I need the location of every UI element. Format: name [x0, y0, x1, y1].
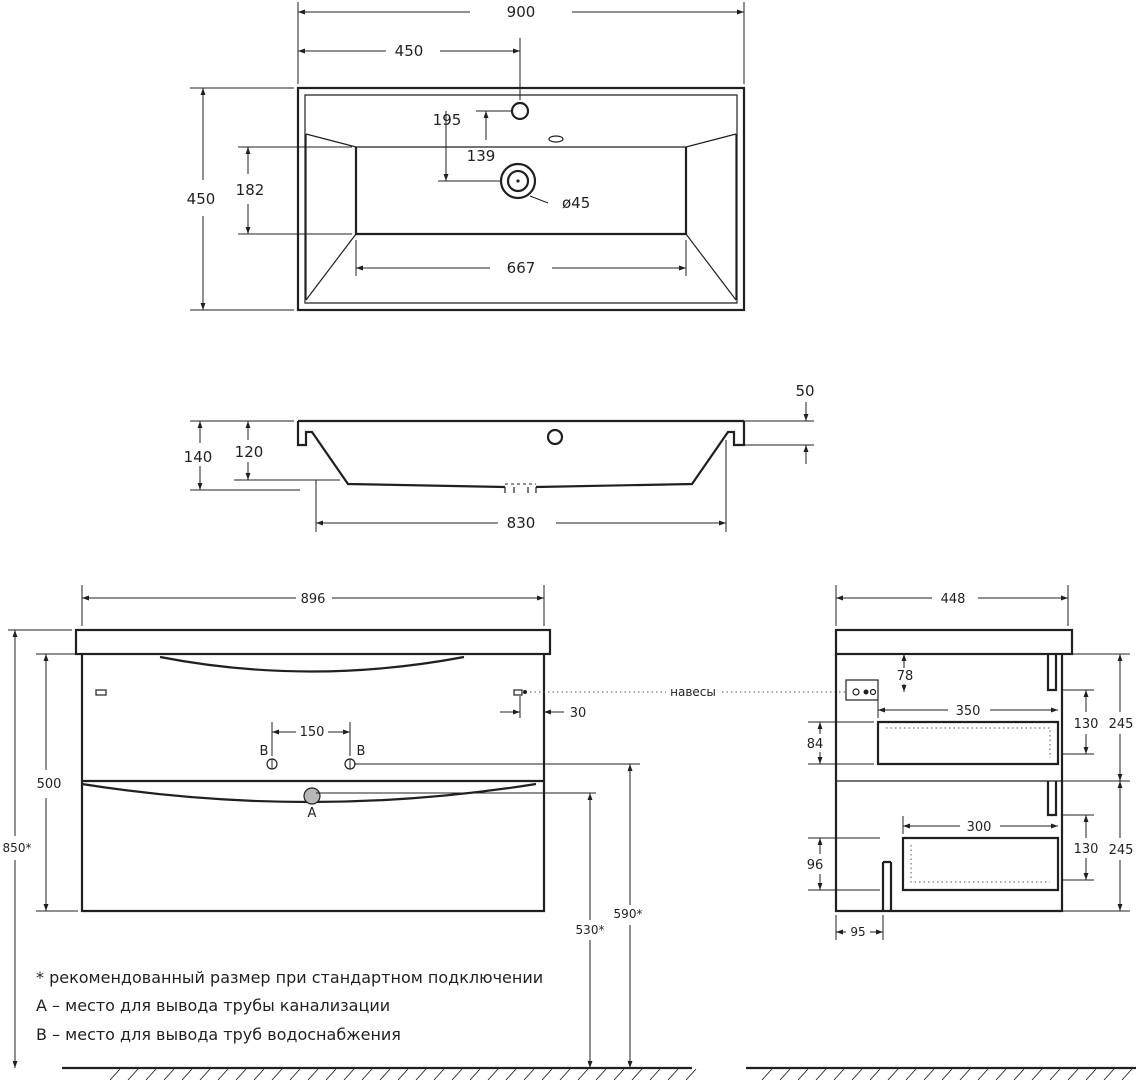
- section-view: 140 120 50 830: [184, 382, 815, 532]
- label-lower-drawer-inner: 130: [1074, 842, 1099, 857]
- floor-hatch: [905, 1068, 917, 1080]
- floor-hatch: [127, 1068, 139, 1080]
- floor-hatch: [271, 1068, 283, 1080]
- label-drain-a: A: [308, 806, 317, 821]
- floor-hatch: [469, 1068, 481, 1080]
- note-a-meaning: A – место для вывода трубы канализации: [36, 996, 390, 1015]
- label-rim-height: 50: [795, 382, 814, 400]
- floor-hatch: [977, 1068, 989, 1080]
- floor-hatch: [1103, 1068, 1115, 1080]
- floor-hatch: [959, 1068, 971, 1080]
- floor-hatch: [923, 1068, 935, 1080]
- floor-hatch: [109, 1068, 121, 1080]
- label-side-depth: 448: [941, 592, 966, 607]
- floor-hatch: [869, 1068, 881, 1080]
- label-half-width: 450: [395, 42, 424, 60]
- label-tap-offset: 195: [433, 111, 462, 129]
- floor-hatch: [851, 1068, 863, 1080]
- label-bowl-depth: 182: [236, 181, 265, 199]
- note-b-meaning: B – место для вывода труб водоснабжения: [36, 1025, 401, 1044]
- label-lower-section: 245: [1109, 843, 1134, 858]
- label-front-width: 896: [301, 592, 326, 607]
- side-view: 448 78 350 300 84 96 130 130 245 245 95: [807, 585, 1134, 940]
- floor-hatch: [559, 1068, 571, 1080]
- floor-hatch: [397, 1068, 409, 1080]
- label-bowl-height: 120: [235, 443, 264, 461]
- floor-hatch: [415, 1068, 427, 1080]
- floor-hatch: [433, 1068, 445, 1080]
- label-drain-offset: 139: [467, 147, 496, 165]
- floor-hatch: [343, 1068, 355, 1080]
- floor-hatch: [1049, 1068, 1061, 1080]
- floor-hatch: [887, 1068, 899, 1080]
- floor-hatch: [235, 1068, 247, 1080]
- label-pipe-b-left: B: [260, 744, 269, 759]
- label-depth-450: 450: [187, 190, 216, 208]
- label-hinge-offset: 30: [570, 706, 587, 721]
- floor-hatch: [1121, 1068, 1133, 1080]
- label-drain-diameter: ø45: [562, 194, 590, 212]
- label-width-900: 900: [507, 3, 536, 21]
- floor-hatch: [451, 1068, 463, 1080]
- label-pipe-b-right: B: [357, 744, 366, 759]
- floor-hatch: [761, 1068, 773, 1080]
- label-pipe-spacing: 150: [300, 725, 325, 740]
- floor-hatch: [487, 1068, 499, 1080]
- label-upper-drawer-depth: 350: [956, 704, 981, 719]
- floor-hatch: [307, 1068, 319, 1080]
- label-bottom-width: 830: [507, 514, 536, 532]
- floor-hatch: [1085, 1068, 1097, 1080]
- floor-hatch: [613, 1068, 625, 1080]
- floor-hatch: [361, 1068, 373, 1080]
- label-total-height-850: 850*: [3, 841, 32, 855]
- floor-hatch: [253, 1068, 265, 1080]
- note-recommended: * рекомендованный размер при стандартном…: [36, 968, 543, 987]
- floor-hatch: [577, 1068, 589, 1080]
- floor-hatch: [217, 1068, 229, 1080]
- floor-hatch: [1067, 1068, 1079, 1080]
- floor-hatch: [595, 1068, 607, 1080]
- label-hinges: навесы: [670, 685, 716, 699]
- floor-lines: [62, 1066, 1136, 1080]
- label-drain-height: 530*: [576, 923, 605, 937]
- floor-hatch: [685, 1068, 697, 1080]
- floor-hatch: [833, 1068, 845, 1080]
- floor-hatch: [163, 1068, 175, 1080]
- floor-hatch: [199, 1068, 211, 1080]
- label-lower-gap: 96: [807, 858, 824, 873]
- floor-hatch: [523, 1068, 535, 1080]
- floor-hatch: [325, 1068, 337, 1080]
- floor-hatch: [941, 1068, 953, 1080]
- label-upper-drawer-inner: 130: [1074, 717, 1099, 732]
- label-bowl-width: 667: [507, 259, 536, 277]
- floor-hatch: [1031, 1068, 1043, 1080]
- floor-hatch: [181, 1068, 193, 1080]
- floor-hatch: [289, 1068, 301, 1080]
- label-supply-height: 590*: [614, 907, 643, 921]
- floor-hatch: [779, 1068, 791, 1080]
- floor-hatch: [505, 1068, 517, 1080]
- label-body-height: 500: [37, 777, 62, 792]
- floor-hatch: [145, 1068, 157, 1080]
- label-lower-drawer-depth: 300: [967, 820, 992, 835]
- floor-hatch: [541, 1068, 553, 1080]
- floor-hatch: [379, 1068, 391, 1080]
- floor-hatch: [649, 1068, 661, 1080]
- notes: * рекомендованный размер при стандартном…: [36, 968, 543, 1044]
- top-view: 900 450 450 182 195 139 ø45 667: [187, 2, 746, 312]
- front-view: 896 500 850* 150 B B A 30 навесы 530* 59…: [3, 585, 846, 1068]
- floor-hatch: [815, 1068, 827, 1080]
- floor-hatch: [667, 1068, 679, 1080]
- label-total-height: 140: [184, 448, 213, 466]
- label-hinge-height: 78: [897, 669, 914, 684]
- label-upper-gap: 84: [807, 737, 824, 752]
- floor-hatch: [1013, 1068, 1025, 1080]
- floor-hatch: [797, 1068, 809, 1080]
- floor-hatch: [995, 1068, 1007, 1080]
- floor-hatch: [631, 1068, 643, 1080]
- label-toe: 95: [850, 925, 865, 939]
- label-upper-section: 245: [1109, 717, 1134, 732]
